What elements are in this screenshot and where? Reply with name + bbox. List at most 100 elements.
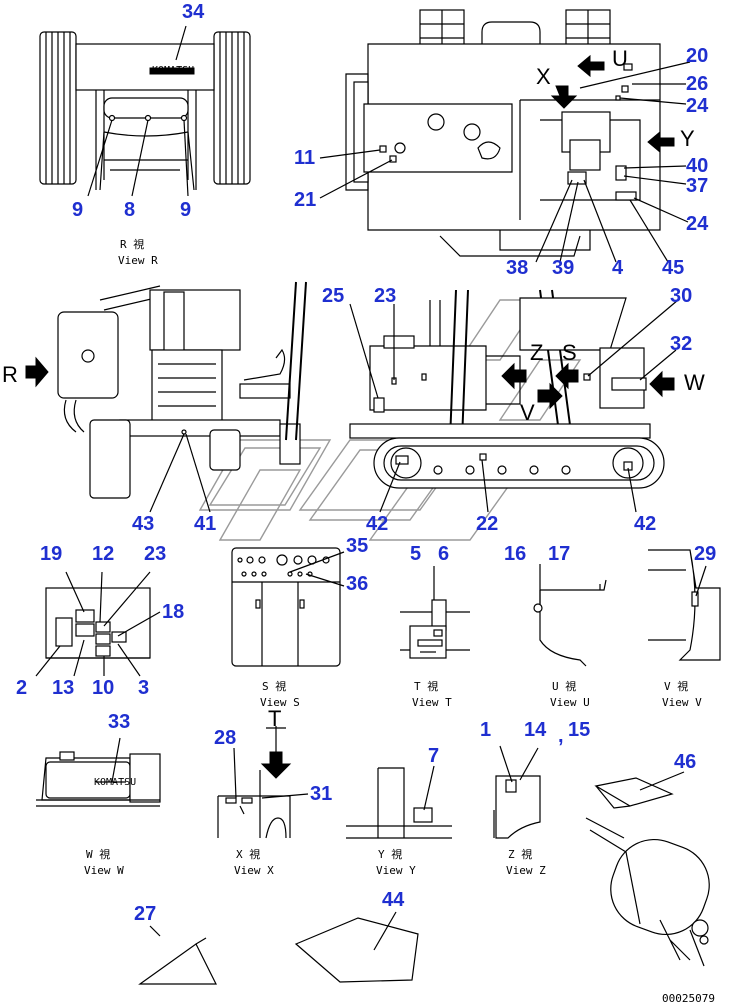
view-w-caption-en: View W — [84, 864, 124, 877]
part-label: 19 — [40, 543, 62, 565]
part-label: 14 — [524, 719, 547, 741]
side-view-drawing: R Z S V W — [2, 281, 705, 513]
part-46-drawing — [585, 771, 710, 967]
part-label: 15 — [568, 719, 590, 741]
part-label: 27 — [134, 903, 156, 925]
letter-u-top: U — [612, 46, 628, 71]
part-label: 31 — [310, 783, 332, 805]
part-label: 4 — [612, 257, 624, 279]
part-label: 3 — [138, 677, 149, 699]
part-label: 8 — [124, 199, 135, 221]
part-label: 34 — [182, 1, 205, 23]
view-t-caption-en: View T — [412, 696, 452, 709]
part-label: 42 — [634, 513, 656, 535]
letter-r-side: R — [2, 362, 18, 387]
letter-y-top: Y — [680, 126, 695, 151]
view-v-caption-en: View V — [662, 696, 702, 709]
view-y-drawing — [346, 765, 452, 839]
part-label: 40 — [686, 155, 708, 177]
letter-v-side: V — [520, 400, 535, 425]
part-label: 9 — [180, 199, 191, 221]
part-label: 13 — [52, 677, 74, 699]
drawing-number: 00025079 — [662, 992, 715, 1005]
view-u-caption-jp: U 視 — [552, 679, 576, 693]
part-label: 44 — [382, 889, 405, 911]
letter-z-side: Z — [530, 340, 543, 365]
view-z-caption-jp: Z 視 — [508, 847, 532, 861]
part-label: 30 — [670, 285, 692, 307]
part-label: 20 — [686, 45, 708, 67]
part-label: 24 — [686, 213, 709, 235]
part-label: 28 — [214, 727, 236, 749]
view-r-caption-jp: R 視 — [120, 237, 144, 251]
part-number-labels: 34 9 8 9 20 26 24 11 21 40 37 24 38 39 4… — [16, 1, 716, 925]
view-z-drawing — [493, 745, 541, 839]
part-label: 42 — [366, 513, 388, 535]
view-v-caption-jp: V 視 — [664, 679, 688, 693]
part-label: 1 — [480, 719, 491, 741]
part-label: 25 — [322, 285, 344, 307]
part-27-drawing — [138, 925, 217, 985]
view-t-drawing — [400, 566, 470, 659]
part-label: 36 — [346, 573, 368, 595]
komatsu-logo-r: KOMATSU — [152, 65, 194, 76]
view-y-caption-en: View Y — [376, 864, 416, 877]
view-y-caption-jp: Y 視 — [378, 847, 402, 861]
letter-w-side: W — [684, 370, 705, 395]
view-w-drawing: KOMATSU — [36, 737, 161, 807]
part-label: 32 — [670, 333, 692, 355]
part-label: 2 — [16, 677, 27, 699]
part-label: 29 — [694, 543, 716, 565]
view-x-caption-en: View X — [234, 864, 274, 877]
part-44-drawing — [294, 911, 419, 983]
view-u-caption-en: View U — [550, 696, 590, 709]
detail-view-panel-group — [35, 571, 161, 677]
part-label: 9 — [72, 199, 83, 221]
view-s-caption-en: View S — [260, 696, 300, 709]
part-label: 17 — [548, 543, 570, 565]
part-label: 33 — [108, 711, 130, 733]
part-label: 45 — [662, 257, 684, 279]
part-label: 21 — [294, 189, 316, 211]
part-label: 35 — [346, 535, 368, 557]
view-x-drawing: T — [217, 706, 309, 839]
view-r-drawing: KOMATSU — [39, 25, 251, 197]
part-label: 12 — [92, 543, 114, 565]
part-label: 6 — [438, 543, 449, 565]
view-s-caption-jp: S 視 — [262, 679, 286, 693]
part-label: 37 — [686, 175, 708, 197]
part-label: 43 — [132, 513, 154, 535]
part-label: 5 — [410, 543, 421, 565]
part-label: 39 — [552, 257, 574, 279]
part-label: 7 — [428, 745, 439, 767]
part-label: 10 — [92, 677, 114, 699]
view-x-caption-jp: X 視 — [236, 847, 260, 861]
part-label: 23 — [144, 543, 166, 565]
part-label: 26 — [686, 73, 708, 95]
view-z-caption-en: View Z — [506, 864, 546, 877]
part-label: 38 — [506, 257, 528, 279]
letter-s-side: S — [562, 340, 577, 365]
view-captions: R 視 View R S 視 View S T 視 View T U 視 Vie… — [84, 237, 715, 1005]
top-view-drawing: X U Y — [319, 9, 695, 263]
comma: , — [558, 725, 564, 747]
part-label: 41 — [194, 513, 216, 535]
view-s-drawing — [231, 547, 345, 667]
part-label: 23 — [374, 285, 396, 307]
view-u-drawing — [533, 564, 607, 667]
part-label: 22 — [476, 513, 498, 535]
part-label: 16 — [504, 543, 526, 565]
komatsu-logo-w: KOMATSU — [94, 777, 136, 788]
part-label: 46 — [674, 751, 696, 773]
part-label: 24 — [686, 95, 709, 117]
view-w-caption-jp: W 視 — [86, 847, 110, 861]
view-r-caption-en: View R — [118, 254, 158, 267]
part-label: 11 — [294, 147, 315, 169]
letter-x-top: X — [536, 64, 551, 89]
view-t-caption-jp: T 視 — [414, 679, 438, 693]
part-label: 18 — [162, 601, 184, 623]
letter-t-x: T — [268, 706, 281, 731]
view-v-drawing — [648, 549, 721, 661]
